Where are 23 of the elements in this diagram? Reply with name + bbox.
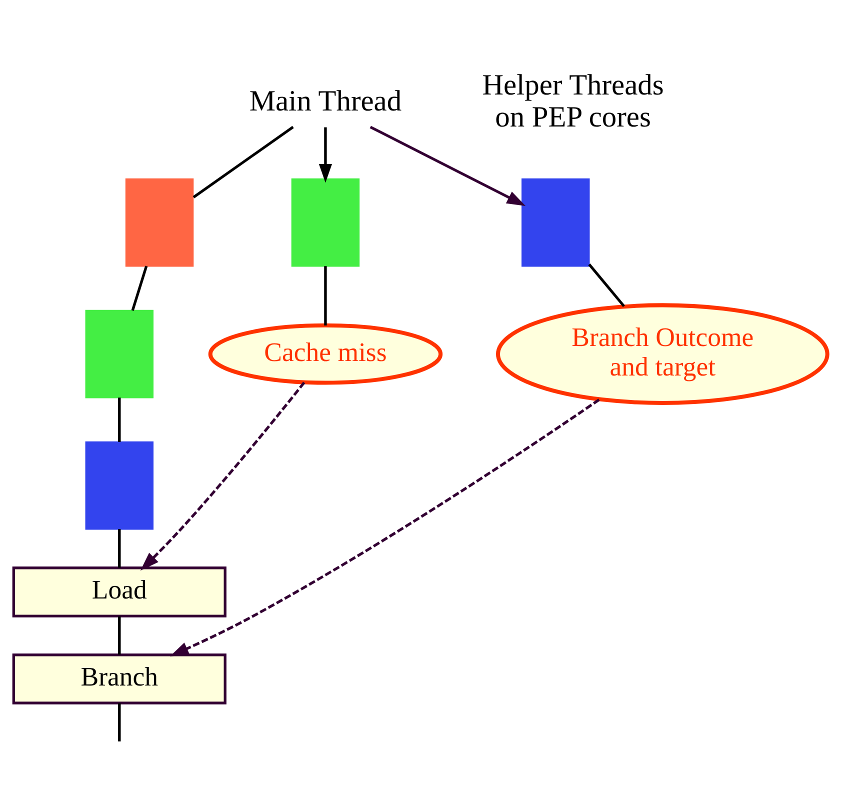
node-box <box>522 178 590 267</box>
connector <box>588 263 625 308</box>
node-box <box>85 310 154 398</box>
node-ellipse: Branch Outcome and target <box>496 303 830 405</box>
arrow <box>170 398 600 656</box>
connector <box>131 266 148 311</box>
node-box <box>85 441 154 530</box>
label: Helper Threads on PEP cores <box>482 69 664 134</box>
connector <box>118 529 121 568</box>
node-box <box>291 178 360 267</box>
node-box: Branch <box>12 654 226 704</box>
node-box: Load <box>12 566 226 618</box>
node-text: Main Thread <box>249 85 402 118</box>
arrow <box>318 127 332 183</box>
connector <box>192 126 294 198</box>
node-box <box>125 178 194 267</box>
connector <box>118 616 121 655</box>
connector <box>118 703 121 742</box>
arrow <box>370 126 526 206</box>
arrow <box>140 382 306 571</box>
node-ellipse: Cache miss <box>208 323 443 385</box>
connector <box>324 266 327 326</box>
connector <box>118 398 121 442</box>
